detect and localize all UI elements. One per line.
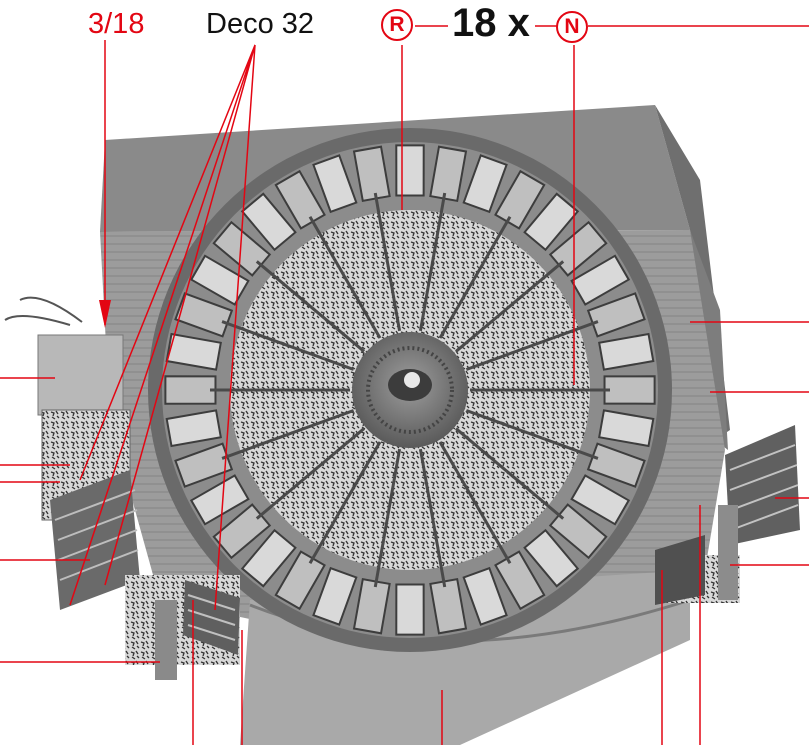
marker-r-label: R	[389, 13, 405, 36]
carousel-seat	[548, 503, 608, 560]
carousel-seat	[189, 474, 250, 526]
windmill-left	[50, 470, 240, 680]
carousel-seat	[395, 144, 425, 197]
carousel-spoke	[308, 441, 382, 564]
carousel-spoke	[438, 216, 512, 339]
carousel	[148, 128, 672, 652]
carousel-seat	[429, 145, 468, 202]
deco-reference-label: Deco 32	[206, 8, 315, 40]
carousel-seat	[598, 409, 655, 448]
carousel-spoke	[454, 260, 565, 353]
part-reference-label: 3/18	[88, 8, 145, 40]
carousel-spokes	[210, 192, 610, 588]
carousel-seat	[494, 169, 546, 230]
carousel-seat	[523, 192, 580, 252]
carousel-seat	[165, 409, 222, 448]
carousel-seat	[312, 566, 358, 626]
carousel-spoke	[418, 192, 447, 332]
carousel-spoke	[373, 448, 402, 588]
carousel-spoke	[221, 320, 355, 371]
carousel-seat	[212, 220, 272, 277]
carousel-seat	[352, 578, 391, 635]
carousel-seat	[548, 220, 608, 277]
carousel-seat	[586, 442, 646, 488]
carousel-seat	[212, 503, 272, 560]
carousel-spoke	[465, 320, 599, 371]
carousel-seat	[274, 550, 326, 611]
carousel-seat	[598, 332, 655, 371]
carousel-seat	[586, 292, 646, 338]
carousel-seat	[240, 528, 297, 588]
carousel-seat	[352, 145, 391, 202]
multiplier-label: 18 x	[452, 1, 530, 45]
carousel-seat	[395, 583, 425, 636]
carousel-seat	[164, 375, 217, 405]
carousel-seat	[429, 578, 468, 635]
carousel-seat	[462, 154, 508, 214]
carousel-spoke	[221, 409, 355, 460]
carousel-seat	[312, 154, 358, 214]
callout-lines	[0, 25, 809, 745]
carousel-spoke	[465, 409, 599, 460]
carousel-seat	[494, 550, 546, 611]
windmill-right	[655, 425, 800, 605]
carousel-spoke	[454, 427, 565, 520]
carousel-spoke	[308, 216, 382, 339]
carousel-seat	[523, 528, 580, 588]
carousel-spoke	[373, 192, 402, 332]
carousel-seat	[570, 254, 631, 306]
marker-n-label: N	[564, 15, 580, 38]
carousel-spoke	[255, 427, 366, 520]
marker-n-circle	[556, 11, 588, 43]
carousel-seat	[189, 254, 250, 306]
carousel-seat	[570, 474, 631, 526]
carousel-seat	[174, 292, 234, 338]
carousel-spoke	[255, 260, 366, 353]
marker-r-circle	[381, 9, 413, 41]
carousel-spoke	[418, 448, 447, 588]
carousel-seat	[274, 169, 326, 230]
carousel-seat	[462, 566, 508, 626]
carousel-seat	[603, 375, 656, 405]
carousel-seat	[165, 332, 222, 371]
carousel-seats	[164, 144, 656, 636]
carousel-seat	[240, 192, 297, 252]
carousel-spoke	[438, 441, 512, 564]
